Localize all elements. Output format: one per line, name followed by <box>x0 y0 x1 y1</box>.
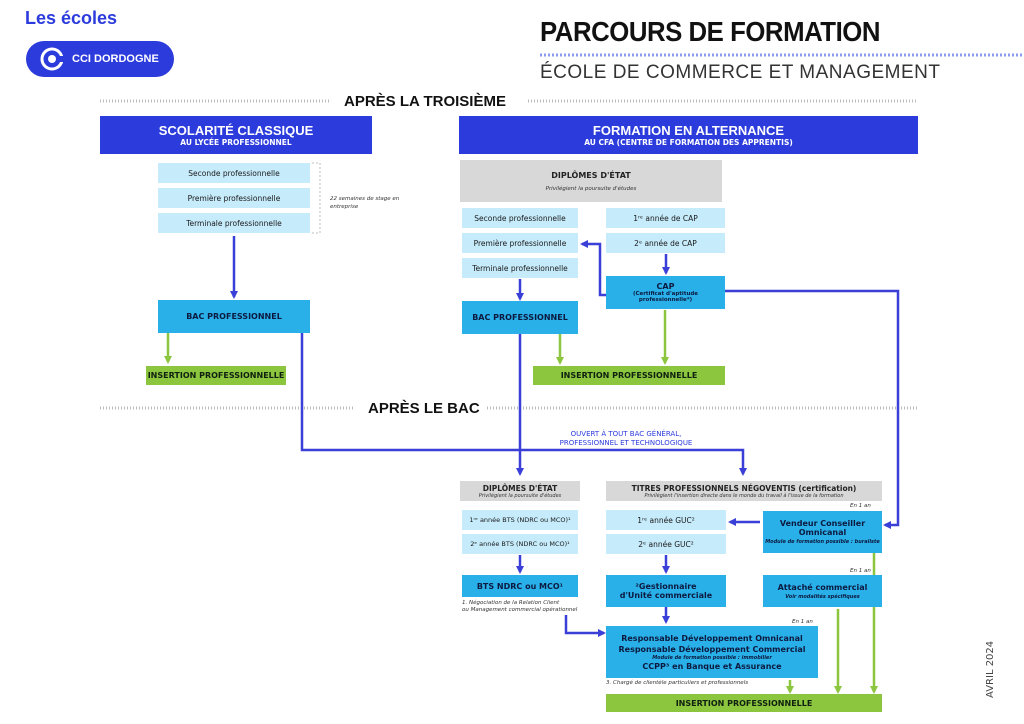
resp-line2: Responsable Développement Commercial <box>618 644 806 654</box>
cap-box: CAP (Certificat d'aptitude professionnel… <box>606 276 725 309</box>
open-note-line2: PROFESSIONNEL ET TECHNOLOGIQUE <box>559 439 693 447</box>
resp-line1: Responsable Développement Omnicanal <box>621 633 803 643</box>
page-subtitle: ÉCOLE DE COMMERCE ET MANAGEMENT <box>540 62 941 83</box>
alt-year-1st: Première professionnelle <box>462 233 578 253</box>
resp-line3: CCPP³ en Banque et Assurance <box>642 661 782 671</box>
titres-header: TITRES PROFESSIONNELS NÉGOVENTIS (certif… <box>606 481 882 501</box>
alternance-title: FORMATION EN ALTERNANCE <box>592 123 785 138</box>
schools-label: Les écoles <box>25 8 118 28</box>
gestionnaire-line1: ²Gestionnaire <box>635 582 697 591</box>
cap-subtitle: (Certificat d'aptitude professionnelle*) <box>632 291 699 303</box>
alt-bac: BAC PROFESSIONNEL <box>462 301 578 334</box>
cci-logo-icon <box>40 47 64 71</box>
classic-year-2nd: Seconde professionnelle <box>158 163 310 183</box>
cap-year-1: 1ʳᵉ année de CAP <box>606 208 725 228</box>
cci-logo[interactable]: CCI DORDOGNE <box>26 41 174 77</box>
gestionnaire-line2: d'Unité commerciale <box>619 591 713 600</box>
guc-year-1: 1ʳᵉ année GUC² <box>606 510 726 530</box>
alternance-diplomes-sub: Privilégient la poursuite d'études <box>545 185 637 192</box>
classic-year-terminal: Terminale professionnelle <box>158 213 310 233</box>
cap-title: CAP <box>656 282 675 291</box>
open-note-line1: OUVERT À TOUT BAC GÉNÉRAL, <box>570 430 682 438</box>
vendeur-sub: Module de formation possible : buraliste <box>765 539 880 545</box>
postbac-diplomes: DIPLÔMES D'ÉTAT Privilégient la poursuit… <box>460 481 580 501</box>
attache-sub: Voir modalités spécifiques <box>785 593 860 600</box>
postbac-diplomes-title: DIPLÔMES D'ÉTAT <box>482 483 558 493</box>
postbac-diplomes-sub: Privilégient la poursuite d'études <box>478 492 562 499</box>
classic-title: SCOLARITÉ CLASSIQUE <box>158 123 314 138</box>
postbac-insertion: INSERTION PROFESSIONNELLE <box>606 694 882 712</box>
titres-sub: Privilégient l'insertion directe dans le… <box>644 492 844 499</box>
classic-insertion: INSERTION PROFESSIONNELLE <box>146 366 286 385</box>
classic-subtitle: AU LYCÉE PROFESSIONNEL <box>180 138 292 147</box>
alternance-header: FORMATION EN ALTERNANCE AU CFA (CENTRE D… <box>459 116 918 154</box>
attache-box: Attaché commercial Voir modalités spécif… <box>763 575 882 607</box>
vendeur-line1: Vendeur Conseiller <box>779 519 866 528</box>
resp-duration: En 1 an <box>792 619 813 625</box>
classic-header: SCOLARITÉ CLASSIQUE AU LYCÉE PROFESSIONN… <box>100 116 372 154</box>
page-title: PARCOURS DE FORMATION <box>540 16 881 47</box>
attache-duration: En 1 an <box>850 568 871 574</box>
alt-insertion: INSERTION PROFESSIONNELLE <box>533 366 725 385</box>
resp-sub: Module de formation possible : immobilie… <box>652 654 772 661</box>
guc-year-2: 2ᵉ année GUC² <box>606 534 726 554</box>
vendeur-box: Vendeur Conseiller Omnicanal Module de f… <box>763 511 882 553</box>
alternance-subtitle: AU CFA (CENTRE DE FORMATION DES APPRENTI… <box>584 138 793 147</box>
classic-year-1st: Première professionnelle <box>158 188 310 208</box>
bts-note-line1: 1. Négociation de la Relation Client <box>462 600 560 606</box>
classic-bac: BAC PROFESSIONNEL <box>158 300 310 333</box>
logo-text: CCI DORDOGNE <box>72 53 159 65</box>
bts-year-1: 1ʳᵉ année BTS (NDRC ou MCO)¹ <box>462 510 578 530</box>
resp-note: 3. Chargé de clientèle particuliers et p… <box>606 680 749 686</box>
bts-note-line2: ou Management commercial opérationnel <box>462 607 578 613</box>
vendeur-line2: Omnicanal <box>798 528 847 537</box>
responsable-box: Responsable Développement Omnicanal Resp… <box>606 626 818 678</box>
open-note: OUVERT À TOUT BAC GÉNÉRAL, PROFESSIONNEL… <box>546 430 706 448</box>
date-label: AVRIL 2024 <box>985 640 996 698</box>
bts-note: 1. Négociation de la Relation Client ou … <box>462 600 592 614</box>
alt-year-2nd: Seconde professionnelle <box>462 208 578 228</box>
attache-title: Attaché commercial <box>777 582 868 592</box>
section-after-third: APRÈS LA TROISIÈME <box>338 93 512 110</box>
bts-year-2: 2ᵉ année BTS (NDRC ou MCO)¹ <box>462 534 578 554</box>
alternance-diplomes-title: DIPLÔMES D'ÉTAT <box>551 170 631 180</box>
vendeur-duration: En 1 an <box>850 503 871 509</box>
section-after-bac: APRÈS LE BAC <box>362 400 486 417</box>
internship-note: 22 semaines de stage en entreprise <box>330 196 400 210</box>
alternance-diplomes: DIPLÔMES D'ÉTAT Privilégient la poursuit… <box>460 160 722 202</box>
bts-box: BTS NDRC ou MCO¹ <box>462 575 578 597</box>
gestionnaire-box: ²Gestionnaire d'Unité commerciale <box>606 575 726 607</box>
alt-year-terminal: Terminale professionnelle <box>462 258 578 278</box>
titres-title: TITRES PROFESSIONNELS NÉGOVENTIS (certif… <box>631 483 857 493</box>
cap-year-2: 2ᵉ année de CAP <box>606 233 725 253</box>
